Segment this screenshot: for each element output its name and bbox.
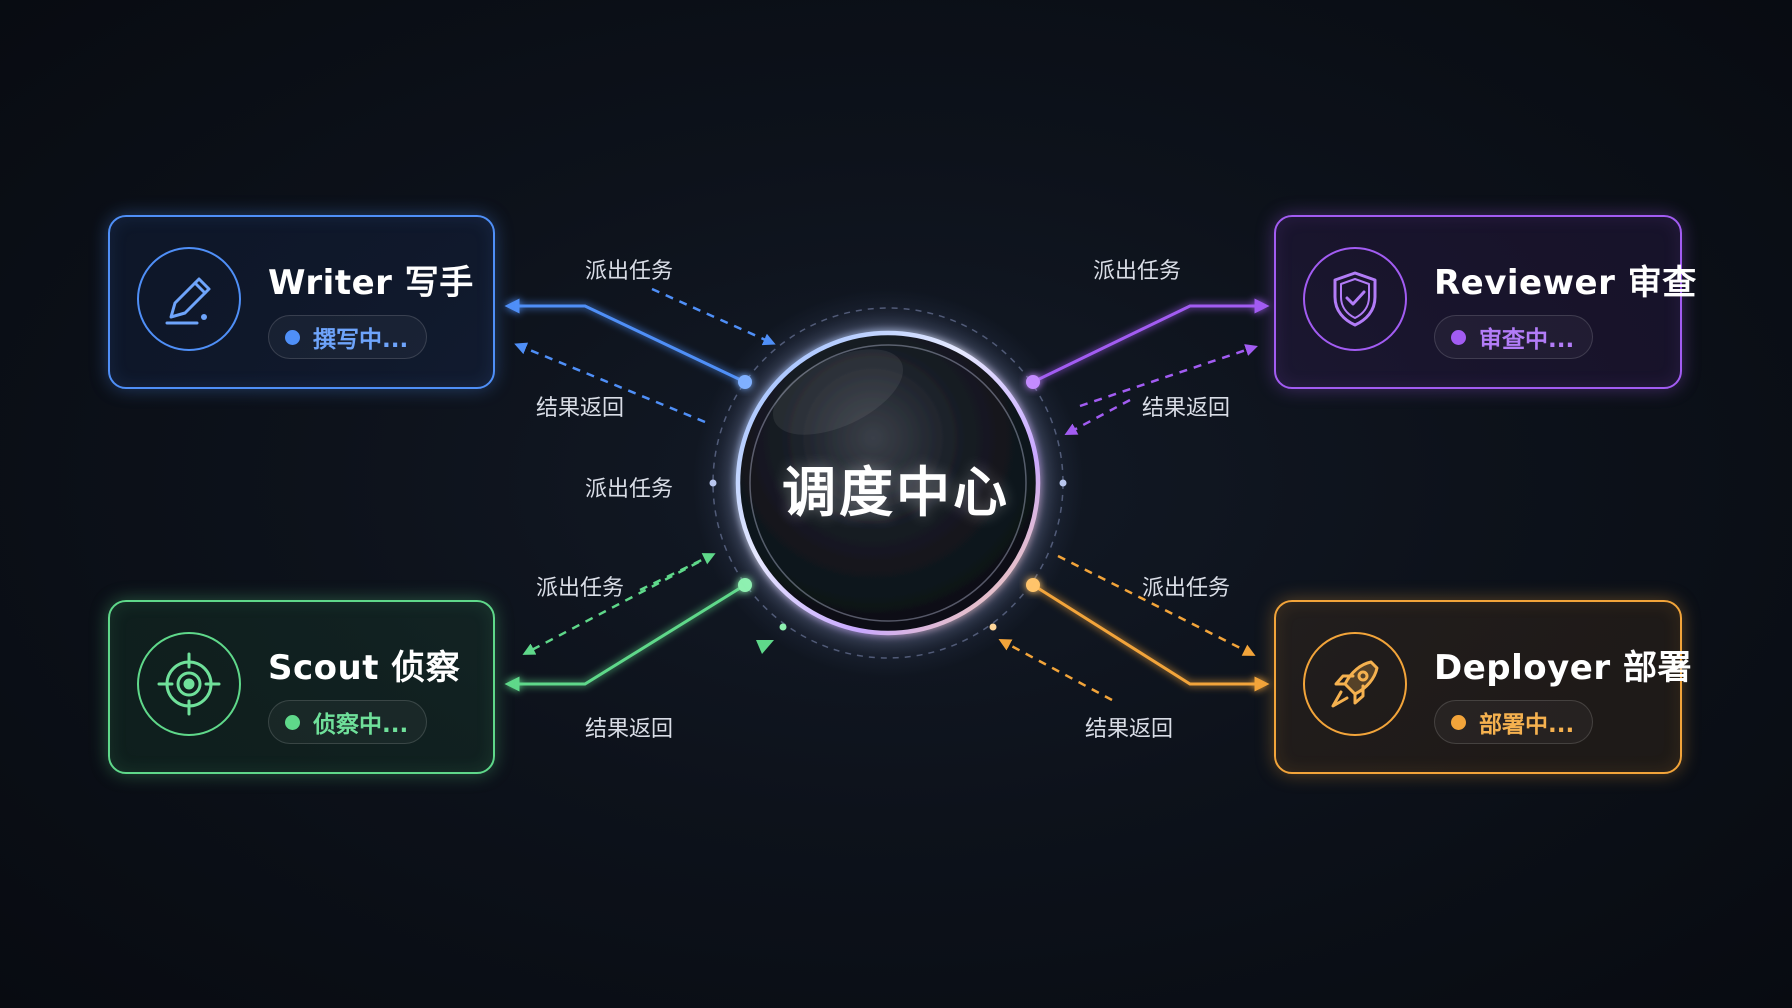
agent-card-deployer[interactable]: Deployer 部署 部署中... <box>1274 600 1691 774</box>
agent-card-writer[interactable]: Writer 写手 撰写中... <box>108 215 495 389</box>
hub-ring <box>735 330 1041 636</box>
agent-card-scout[interactable]: Scout 侦察 侦察中... <box>108 600 495 774</box>
writer-node-dot <box>738 375 752 389</box>
shield-check-icon <box>1333 271 1377 327</box>
hub-inner-ring <box>749 344 1027 622</box>
writer-icon-ring <box>137 247 241 351</box>
hub-title: 调度中心 <box>782 461 1010 524</box>
scout-node-dot <box>738 578 752 592</box>
status-dot <box>285 714 300 730</box>
reviewer-return-dashed <box>1064 398 1131 435</box>
deployer-orbit-dot <box>989 623 997 631</box>
hub-highlight <box>772 349 904 435</box>
reviewer-node-dot <box>1026 375 1040 389</box>
deployer-status-badge: 部署中... <box>1434 700 1594 744</box>
scout-dispatch-label: 派出任务 <box>536 576 625 601</box>
status-dot <box>1451 714 1466 730</box>
writer-solid-link <box>504 298 746 384</box>
reviewer-return-label: 结果返回 <box>1142 396 1231 421</box>
reviewer-dispatch-dashed <box>1079 344 1258 408</box>
hub-left-dispatch-label: 派出任务 <box>585 477 674 502</box>
writer-return-label: 结果返回 <box>536 396 625 421</box>
scout-title: Scout 侦察 <box>268 648 461 688</box>
reviewer-status-badge: 审查中... <box>1434 315 1594 359</box>
scout-status-badge: 侦察中... <box>268 700 428 744</box>
writer-dispatch-label: 派出任务 <box>585 259 674 284</box>
hub-right-dot <box>1059 479 1067 487</box>
reviewer-title: Reviewer 审查 <box>1434 263 1697 303</box>
scout-return-dashed <box>639 553 716 592</box>
pen-icon <box>165 277 211 325</box>
reviewer-icon-ring <box>1303 247 1407 351</box>
deployer-icon-ring <box>1303 632 1407 736</box>
agent-card-reviewer[interactable]: Reviewer 审查 审查中... <box>1274 215 1696 389</box>
rocket-icon <box>1331 660 1379 708</box>
scout-solid-link <box>504 583 746 692</box>
deployer-return-dashed <box>998 639 1113 702</box>
writer-return-dashed <box>514 342 706 424</box>
reviewer-dispatch-label: 派出任务 <box>1093 259 1182 284</box>
deployer-title: Deployer 部署 <box>1434 648 1692 688</box>
deployer-solid-link <box>1032 583 1270 692</box>
writer-status-badge: 撰写中... <box>268 315 428 359</box>
scout-return-label: 结果返回 <box>585 717 674 742</box>
scout-return-arrowhead <box>756 640 774 654</box>
deployer-dispatch-dashed <box>1057 554 1256 656</box>
deployer-node-dot <box>1026 578 1040 592</box>
writer-status: 撰写中... <box>313 327 409 353</box>
crosshair-icon <box>157 652 221 716</box>
writer-dispatch-dashed <box>651 287 776 346</box>
deployer-dispatch-label: 派出任务 <box>1142 576 1231 601</box>
reviewer-status: 审查中... <box>1479 327 1575 353</box>
status-dot <box>1451 329 1466 345</box>
scout-icon-ring <box>137 632 241 736</box>
reviewer-solid-link <box>1032 298 1270 384</box>
writer-title: Writer 写手 <box>268 263 474 303</box>
deployer-return-label: 结果返回 <box>1085 717 1174 742</box>
scout-status: 侦察中... <box>313 712 409 738</box>
status-dot <box>285 329 300 345</box>
hub-left-dot <box>709 479 717 487</box>
scout-orbit-dot <box>779 623 787 631</box>
deployer-status: 部署中... <box>1479 712 1575 738</box>
